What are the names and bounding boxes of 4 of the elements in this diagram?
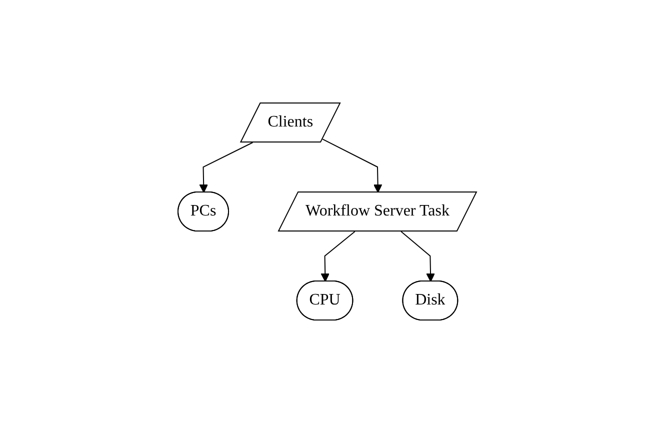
arrow	[400, 230, 435, 282]
arrow	[198, 142, 253, 192]
arrow	[322, 138, 382, 192]
arrow	[320, 230, 356, 282]
